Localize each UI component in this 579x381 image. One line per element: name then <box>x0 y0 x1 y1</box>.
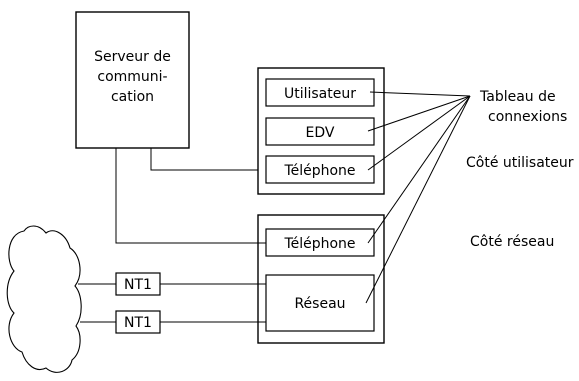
network-cloud <box>6 225 82 373</box>
cote-reseau-label: Côté réseau <box>470 234 554 250</box>
server-to-network-telephone-line <box>115 148 266 244</box>
tableau-de-connexions-label-line-2: connexions <box>488 109 567 125</box>
communication-server-label-line-2: communi- <box>97 69 167 85</box>
leader-line-edv <box>367 95 471 132</box>
user-telephone-port-box <box>265 155 375 184</box>
server-to-user-telephone-line <box>150 148 258 171</box>
network-telephone-port-box <box>265 228 375 257</box>
leader-line-utilisateur <box>369 91 471 97</box>
utilisateur-port-box <box>265 78 375 107</box>
tableau-de-connexions-label-line-1: Tableau de <box>479 89 556 105</box>
edv-port-label: EDV <box>306 125 335 141</box>
user-telephone-port-label: Téléphone <box>283 163 355 179</box>
cote-utilisateur-label: Côté utilisateur <box>466 155 574 171</box>
edv-port-box <box>265 117 375 146</box>
communication-server-box <box>75 11 190 149</box>
communication-server-label-line-1: Serveur de <box>94 49 171 65</box>
network-telephone-port-label: Téléphone <box>283 236 355 252</box>
communication-server-label-line-3: cation <box>111 89 154 105</box>
nt1-label-1: NT1 <box>124 277 152 293</box>
utilisateur-port-label: Utilisateur <box>284 86 356 102</box>
leader-line-network-telephone <box>367 95 471 244</box>
nt1-label-2: NT1 <box>124 315 152 331</box>
leader-line-user-telephone <box>367 95 471 171</box>
reseau-port-label: Réseau <box>294 296 345 312</box>
leader-line-reseau <box>365 95 471 304</box>
reseau-port-box <box>265 274 375 332</box>
